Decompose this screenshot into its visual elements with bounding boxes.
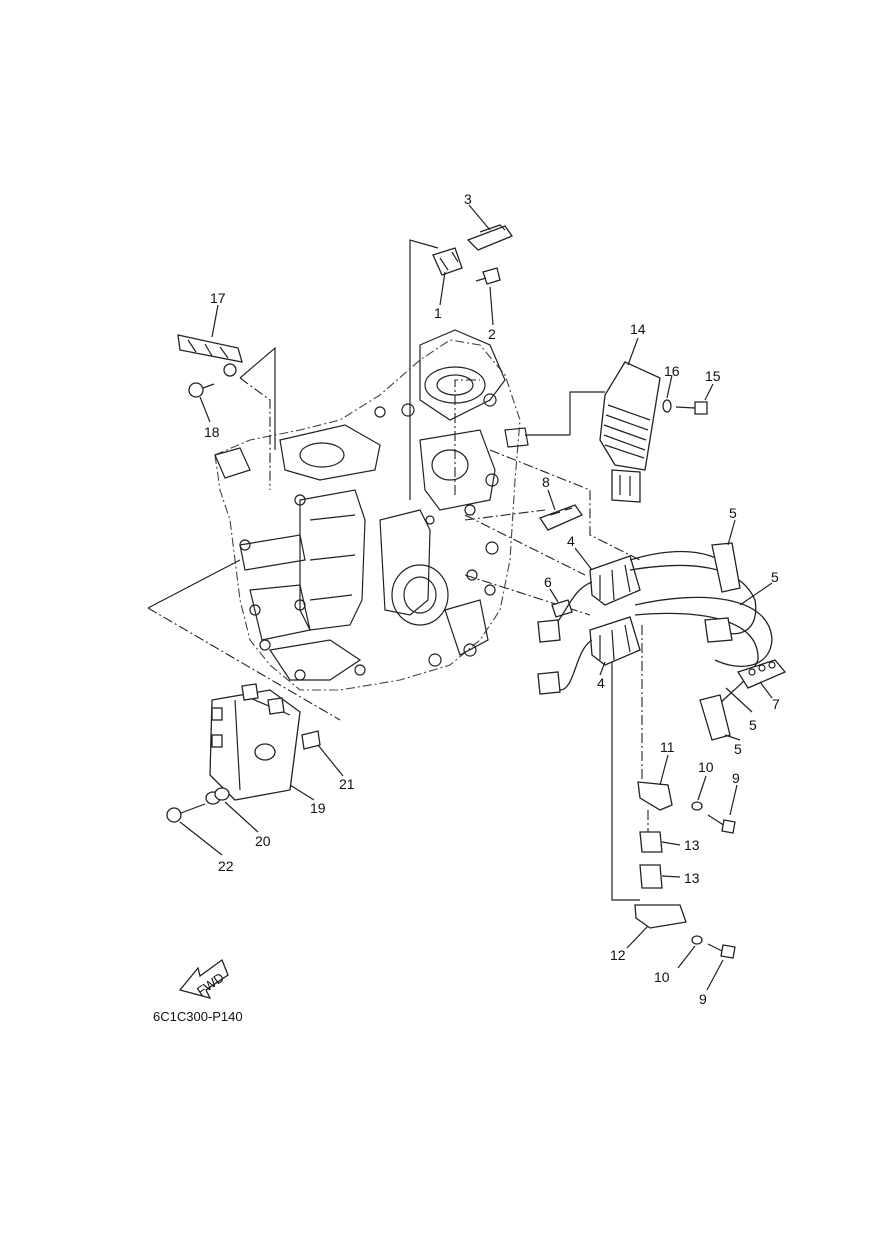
part-16-washer <box>662 399 672 413</box>
part-3-cover <box>466 224 513 251</box>
callout-5-mid: 5 <box>749 717 757 733</box>
part-2-bolt <box>475 267 501 285</box>
callout-20: 20 <box>255 833 271 849</box>
part-15-bolt <box>675 401 708 415</box>
callout-1: 1 <box>434 305 442 321</box>
callout-22: 22 <box>218 858 234 874</box>
callout-labels: 3 1 2 17 18 14 16 15 8 4 6 4 5 5 7 5 5 1… <box>204 191 780 1007</box>
callout-9-upper: 9 <box>732 770 740 786</box>
callout-2: 2 <box>488 326 496 342</box>
callout-4-upper: 4 <box>567 533 575 549</box>
reference-lines <box>147 239 649 901</box>
callout-8: 8 <box>542 474 550 490</box>
callout-19: 19 <box>310 800 326 816</box>
part-4-ignition-coil-upper <box>549 555 641 629</box>
part-22-bolt <box>166 803 206 823</box>
part-8-clamp <box>539 504 583 531</box>
callout-18: 18 <box>204 424 220 440</box>
callout-15: 15 <box>705 368 721 384</box>
callout-10-lower: 10 <box>654 969 670 985</box>
part-21-collar <box>301 730 321 750</box>
part-12-stay <box>634 904 687 929</box>
callout-10-upper: 10 <box>698 759 714 775</box>
part-19-ecu <box>209 683 301 801</box>
callout-3: 3 <box>464 191 472 207</box>
callout-4-lower: 4 <box>597 675 605 691</box>
callout-5-right: 5 <box>771 569 779 585</box>
part-20-grommet <box>205 787 230 805</box>
callout-14: 14 <box>630 321 646 337</box>
callout-11: 11 <box>660 739 675 755</box>
part-18-bolt <box>188 382 215 398</box>
part-6-holder <box>551 599 573 618</box>
part-17-bracket <box>177 334 243 377</box>
part-13-clamps <box>639 831 663 889</box>
part-4-ignition-coil-lower <box>559 616 641 691</box>
callout-5-bottom: 5 <box>734 741 742 757</box>
callout-7: 7 <box>772 696 780 712</box>
diagram-code: 6C1C300-P140 <box>153 1009 243 1024</box>
callout-9-lower: 9 <box>699 991 707 1007</box>
callout-13-upper: 13 <box>684 837 700 853</box>
part-1-bracket <box>432 247 463 276</box>
part-7-clamp <box>737 659 787 689</box>
callout-12: 12 <box>610 947 626 963</box>
callout-leaders <box>179 204 773 991</box>
callout-16: 16 <box>664 363 680 379</box>
callout-5-top: 5 <box>729 505 737 521</box>
part-14-rectifier <box>599 361 661 503</box>
callout-6: 6 <box>544 574 552 590</box>
fwd-arrow-icon: FWD <box>178 958 229 999</box>
callout-13-lower: 13 <box>684 870 700 886</box>
callout-17: 17 <box>210 290 226 306</box>
part-11-stay <box>637 781 673 811</box>
engine-block <box>214 329 529 691</box>
part-5-spark-plug-caps <box>629 542 773 741</box>
callout-21: 21 <box>339 776 355 792</box>
part-9-10-bolts-washers <box>691 801 736 959</box>
coil-connectors <box>537 619 561 695</box>
